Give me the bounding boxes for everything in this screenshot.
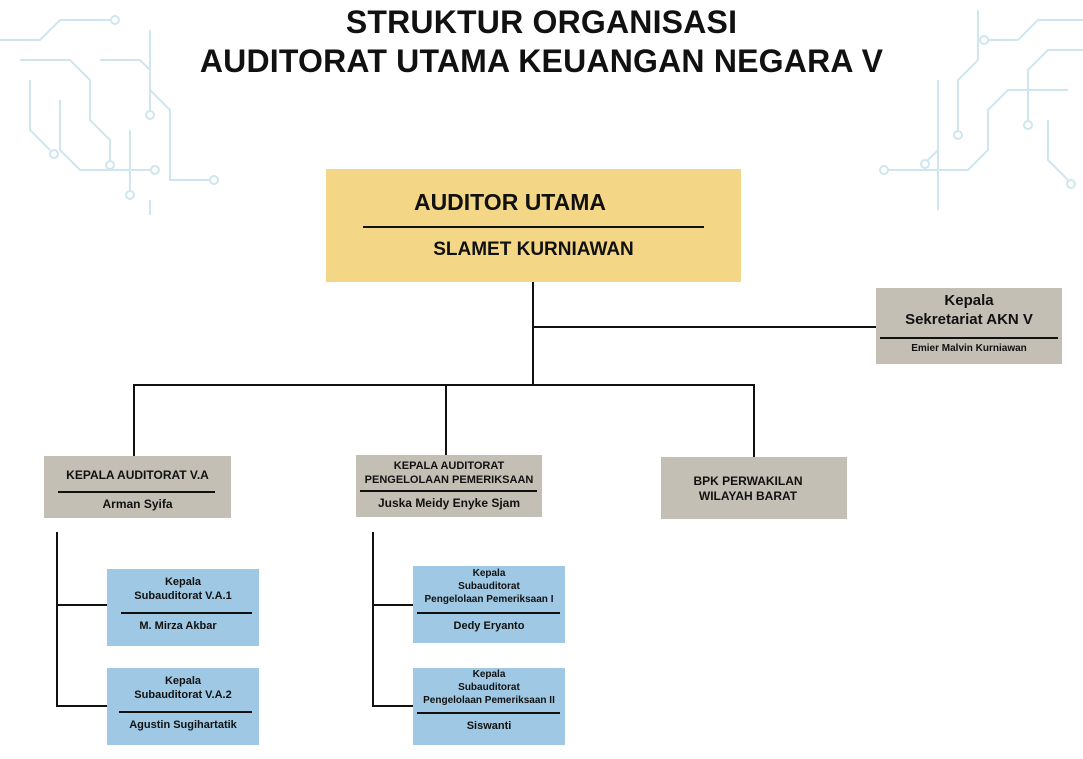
head-role: AUDITOR UTAMA	[413, 189, 607, 215]
subunit-va1-name: M. Mirza Akbar	[139, 620, 217, 632]
page-title-line1: STRUKTUR ORGANISASI	[345, 4, 738, 40]
unit-bpk-line1: BPK PERWAKILAN	[693, 474, 803, 488]
subunit-va2-name: Agustin Sugihartatik	[129, 719, 237, 731]
subunit-pp1-name: Dedy Eryanto	[453, 620, 525, 632]
subunit-pp1: Kepala Subauditorat Pengelolaan Pemeriks…	[413, 566, 565, 643]
sekretariat-box: Kepala Sekretariat AKN V Emier Malvin Ku…	[876, 288, 1062, 364]
unit-bpk-line2: WILAYAH BARAT	[698, 489, 798, 503]
subunit-va1-role-line1: Kepala	[164, 576, 202, 588]
unit-pp-name: Juska Meidy Enyke Sjam	[377, 496, 521, 510]
unit-pp-separator	[360, 490, 537, 492]
sekretariat-name: Emier Malvin Kurniawan	[911, 343, 1027, 354]
subunit-va2: Kepala Subauditorat V.A.2 Agustin Sugiha…	[107, 668, 259, 745]
sekretariat-role-line1: Kepala	[944, 292, 994, 309]
circuit-decoration-right	[879, 10, 1083, 210]
circuit-decoration-left	[0, 15, 219, 215]
head-separator	[363, 226, 704, 228]
sekretariat-role-line2: Sekretariat AKN V	[905, 311, 1033, 328]
subunit-pp2-separator	[417, 712, 560, 714]
subunit-pp2-role-line3: Pengelolaan Pemeriksaan II	[423, 695, 555, 706]
page-title-line2: AUDITORAT UTAMA KEUANGAN NEGARA V	[199, 43, 884, 79]
subunit-pp2-name: Siswanti	[466, 720, 512, 732]
unit-va-separator	[58, 491, 215, 493]
unit-pengelolaan-pemeriksaan: KEPALA AUDITORAT PENGELOLAAN PEMERIKSAAN…	[356, 455, 542, 517]
subunit-va2-role-line1: Kepala	[164, 675, 202, 687]
subunit-pp1-separator	[417, 612, 560, 614]
subunit-pp1-role-line3: Pengelolaan Pemeriksaan I	[424, 594, 554, 605]
unit-auditorat-va: KEPALA AUDITORAT V.A Arman Syifa	[44, 456, 231, 518]
head-name: SLAMET KURNIAWAN	[433, 239, 634, 260]
unit-pp-role-line1: KEPALA AUDITORAT	[393, 460, 505, 472]
sekretariat-separator	[880, 337, 1058, 339]
subunit-va1-separator	[121, 612, 252, 614]
unit-va-role: KEPALA AUDITORAT V.A	[66, 468, 209, 482]
subunit-pp2-role-line1: Kepala	[472, 669, 506, 680]
subunit-va1: Kepala Subauditorat V.A.1 M. Mirza Akbar	[107, 569, 259, 646]
subunit-pp2: Kepala Subauditorat Pengelolaan Pemeriks…	[413, 668, 565, 745]
unit-va-name: Arman Syifa	[102, 497, 173, 511]
subunit-pp1-role-line2: Subauditorat	[458, 581, 520, 592]
subunit-va1-role-line2: Subauditorat V.A.1	[134, 590, 232, 602]
subunit-pp2-role-line2: Subauditorat	[458, 682, 520, 693]
head-box: AUDITOR UTAMA SLAMET KURNIAWAN	[326, 169, 741, 282]
unit-pp-role-line2: PENGELOLAAN PEMERIKSAAN	[364, 474, 534, 486]
subunit-pp1-role-line1: Kepala	[472, 568, 506, 579]
unit-bpk-perwakilan: BPK PERWAKILAN WILAYAH BARAT	[661, 457, 847, 519]
subunit-va2-separator	[119, 711, 252, 713]
subunit-va2-role-line2: Subauditorat V.A.2	[134, 689, 232, 701]
